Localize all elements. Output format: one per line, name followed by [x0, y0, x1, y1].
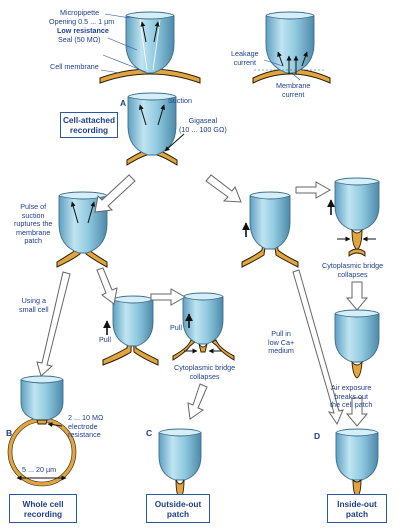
label-low-resistance: Low resistance: [57, 26, 109, 35]
arrow-cell-attached-to-bulge: [205, 174, 242, 203]
box-whole-cell: Whole cell recording: [9, 494, 77, 523]
whole-cell-circle: [7, 417, 77, 487]
label-cell-size: 5 ... 20 µm: [22, 465, 57, 474]
pipettes: [20, 11, 380, 481]
annotation-arrows: [16, 21, 376, 481]
patch-outside-out: [175, 479, 185, 499]
box-inside-out: Inside-out patch: [327, 494, 387, 523]
label-opening: Opening 0.5 ... 1 µm: [49, 17, 115, 26]
label-air-exposure: Air exposure breaks out the cell patch: [330, 383, 373, 410]
tip-patches: [36, 228, 366, 499]
patch-bridge-right: [351, 228, 363, 251]
arrow-air-to-inside: [345, 397, 369, 427]
patch-pull-bridge: [198, 343, 208, 353]
arrow-bulge-to-bridge: [295, 181, 332, 199]
label-leakage-current: Leakage current: [231, 49, 259, 67]
arrow-bridge-to-air: [345, 281, 369, 311]
pipette-air-exposure: [334, 309, 380, 363]
panel-letter-b: B: [6, 428, 13, 438]
label-pull-1: Pull: [99, 335, 111, 344]
pipette-outside-out: [158, 428, 202, 481]
patch-air-exposure: [351, 360, 363, 379]
box-outside-out: Outside-out patch: [146, 494, 210, 523]
arrow-bulge-to-inside: [292, 269, 344, 426]
label-pull-low-ca: Pull in low Ca+ medium: [268, 329, 295, 356]
patch-inside-out: [352, 478, 362, 498]
pipette-bridge-right: [334, 177, 380, 231]
patch-whole-cell: [36, 419, 48, 425]
label-suction: Suction: [168, 96, 192, 105]
membrane-pull-2-right: [211, 339, 235, 361]
panel-letter-a: A: [120, 98, 127, 108]
pipette-pull: [112, 295, 154, 347]
pipette-leakage: [265, 11, 315, 74]
pipette-pull-bridge: [182, 292, 224, 345]
box-cell-attached: Cell-attached recording: [60, 112, 118, 138]
label-micropipette: Micropipette: [60, 8, 100, 17]
label-pulse-of-suction: Pulse of suction ruptures the membrane p…: [14, 202, 53, 246]
arrow-pull-to-bridge: [150, 288, 187, 306]
label-pull-2: Pull: [170, 323, 182, 332]
pipette-cell-attached: [127, 92, 177, 156]
label-seal: Seal (50 MΩ): [58, 35, 101, 44]
label-electrode-resistance: 2 ... 10 MΩ electrode resistance: [68, 413, 104, 440]
label-membrane-current: Membrane current: [276, 81, 311, 99]
pipette-bulge: [249, 191, 291, 250]
label-gigaseal: Gigaseal (10 ... 100 GΩ): [179, 116, 227, 134]
pointer-lines: [100, 13, 325, 81]
label-cyto-bridge-inside: Cytoplasmic bridge collapses: [322, 261, 384, 279]
pipette-whole-cell: [20, 375, 64, 421]
arrow-cell-attached-to-ruptured: [94, 174, 136, 213]
panel-letter-d: D: [314, 431, 321, 441]
label-cell-membrane: Cell membrane: [50, 62, 99, 71]
label-using-small-cell: Using a small cell: [19, 296, 49, 314]
pipette-inside-out: [335, 428, 379, 481]
pipette-micropipette: [125, 11, 175, 74]
arrow-ruptured-to-whole: [36, 271, 71, 377]
arrow-bridge-to-outside: [187, 383, 208, 420]
membrane-pull-2: [172, 339, 196, 361]
flow-arrows: [36, 174, 369, 427]
label-cyto-bridge-outside: Cytoplasmic bridge collapses: [174, 363, 236, 381]
panel-letter-c: C: [146, 428, 153, 438]
arrow-ruptured-to-pull: [96, 267, 118, 305]
membrane-top-left: [99, 68, 201, 84]
